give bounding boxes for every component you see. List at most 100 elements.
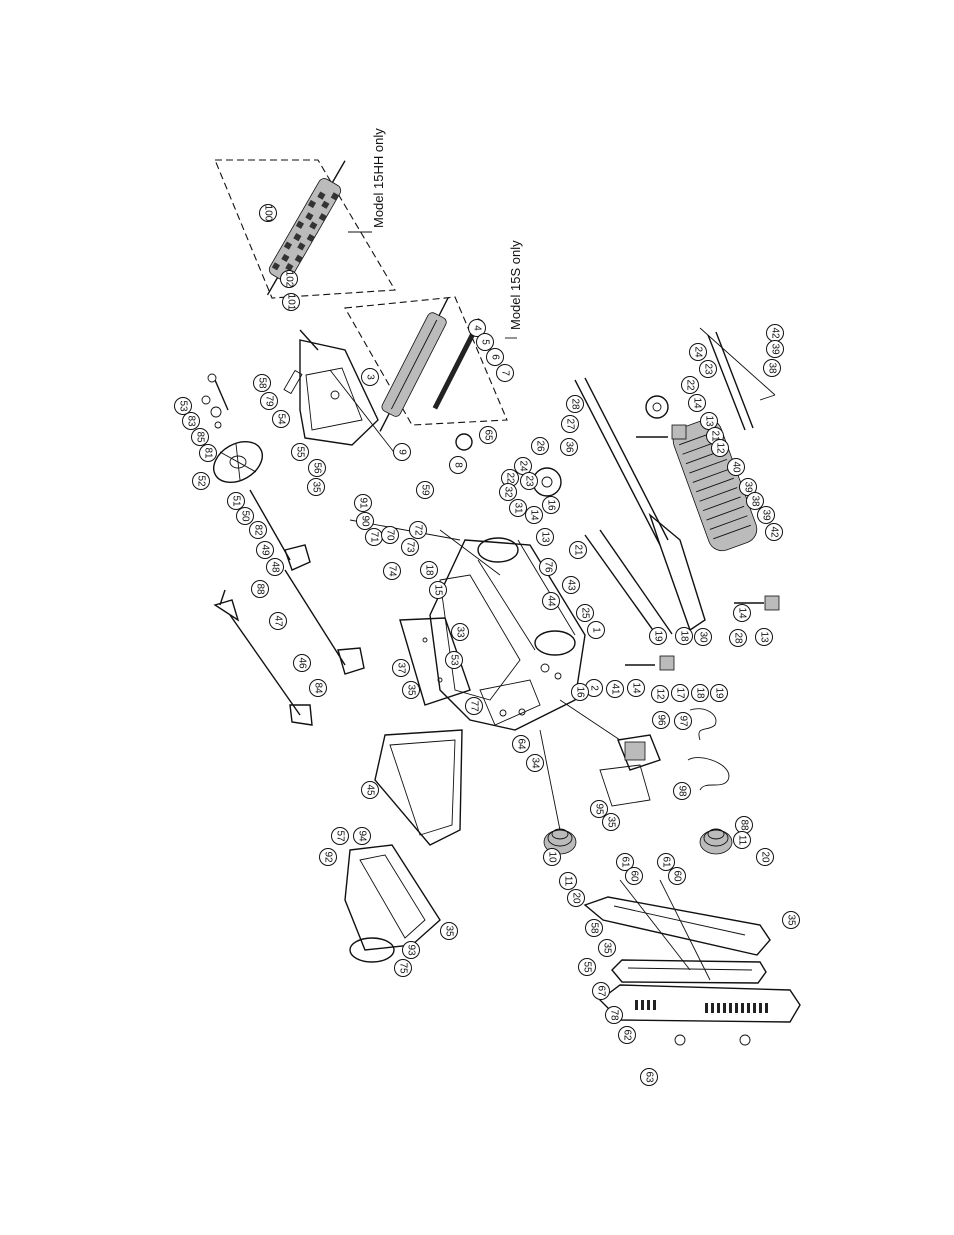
callout-number: 48 [270,561,281,573]
callout-number: 55 [582,961,593,973]
callout-circle [561,415,579,433]
callout-circle [585,919,603,937]
callout-number: 13 [540,531,551,543]
callout-78: 78 [605,1006,623,1024]
callout-circle [657,853,675,871]
callout-number: 10 [547,851,558,863]
callout-circle [640,1068,658,1086]
callout-circle [420,561,438,579]
callout-circle [566,395,584,413]
callout-3: 3 [361,368,379,386]
callout-circle [782,911,800,929]
callout-100: 100 [259,204,277,222]
callout-circle [449,456,467,474]
callout-37: 37 [392,659,410,677]
callout-number: 18 [679,630,690,642]
callout-number: 20 [571,892,582,904]
callout-number: 41 [610,683,621,695]
callout-circle [649,627,667,645]
callout-number: 64 [516,738,527,750]
callout-circle [465,697,483,715]
pulleys [543,828,733,855]
callout-18c: 18 [691,684,709,702]
callout-18b: 18 [675,627,693,645]
callout-number: 93 [406,944,417,956]
callout-number: 55 [295,446,306,458]
callout-48: 48 [266,558,284,576]
callout-19: 19 [649,627,667,645]
callout-circle [733,831,751,849]
callout-18: 18 [420,561,438,579]
belt-guard [583,896,801,1046]
model-15s-label: Model 15S only [508,240,523,330]
callout-number: 39 [743,481,754,493]
callout-number: 49 [260,544,271,556]
callout-circle [249,521,267,539]
callout-43: 43 [562,576,580,594]
callout-number: 88 [739,819,750,831]
callout-number: 60 [629,870,640,882]
callout-circle [308,459,326,477]
callout-11b: 11 [733,831,751,849]
callout-number: 97 [678,715,689,727]
callout-46: 46 [293,654,311,672]
callout-circle [673,782,691,800]
callout-circle [381,526,399,544]
callout-number: 17 [675,687,686,699]
callout-circle [616,853,634,871]
callout-97: 97 [674,712,692,730]
callout-14b: 14 [733,604,751,622]
callout-number: 28 [570,398,581,410]
callout-circle [766,340,784,358]
callout-23b: 23 [699,360,717,378]
callout-number: 22 [505,472,516,484]
callout-number: 72 [413,524,424,536]
callout-10: 10 [543,848,561,866]
callout-number: 90 [360,515,371,527]
callout-26: 26 [531,437,549,455]
callout-circle [571,683,589,701]
callout-55: 55 [291,443,309,461]
callout-number: 35 [606,816,617,828]
callout-27: 27 [561,415,579,433]
callout-circle [526,754,544,772]
callout-number: 16 [575,686,586,698]
callout-circle [542,496,560,514]
callout-58b: 58 [585,919,603,937]
callout-number: 58 [589,922,600,934]
callout-circle [755,628,773,646]
callout-number: 78 [609,1009,620,1021]
callout-64: 64 [512,735,530,753]
callout-42b: 42 [766,324,784,342]
callout-number: 73 [405,541,416,553]
callout-circle [445,651,463,669]
callout-circle [291,443,309,461]
handwheel-assembly [201,373,365,726]
callout-number: 76 [543,561,554,573]
callout-number: 79 [264,395,275,407]
callout-circle [260,392,278,410]
side-plate [399,617,471,706]
callout-circle [307,478,325,496]
callout-number: 36 [564,441,575,453]
callout-16: 16 [542,496,560,514]
callout-number: 56 [312,462,323,474]
callout-number: 70 [385,529,396,541]
callout-number: 24 [518,460,529,472]
callout-number: 23 [524,475,535,487]
callout-7: 7 [496,364,514,382]
callout-58: 58 [253,374,271,392]
callout-number: 9 [397,449,408,455]
callout-circle [689,343,707,361]
callout-number: 2 [589,685,600,691]
callout-circle [509,499,527,517]
callout-circle [562,576,580,594]
callout-number: 60 [672,870,683,882]
callout-circle [499,483,517,501]
callout-number: 94 [357,830,368,842]
callout-60: 60 [625,867,643,885]
callout-number: 16 [546,499,557,511]
callout-circle [402,941,420,959]
callout-number: 77 [469,700,480,712]
